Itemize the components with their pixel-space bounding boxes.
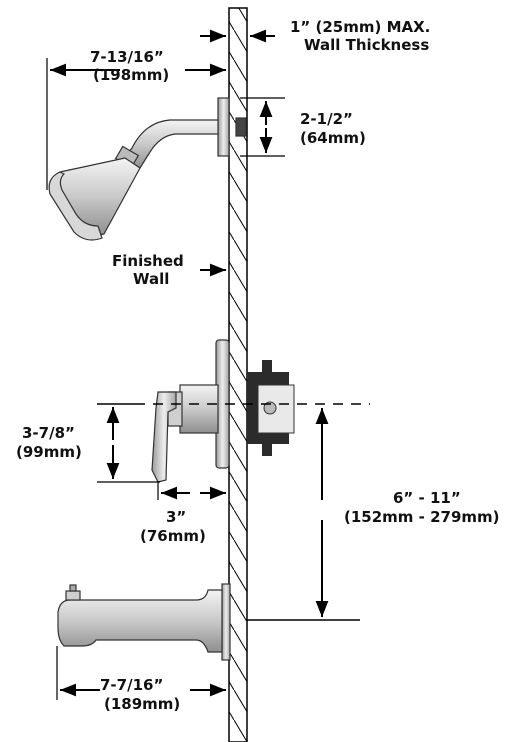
shower-arm-reach-dimension: 7-13/16” (198mm) (46, 48, 226, 190)
flange-label-line1: 2-1/2” (300, 110, 353, 128)
spout-to-valve-label-line1: 6” - 11” (393, 489, 461, 507)
valve-trim (151, 339, 295, 483)
spout-reach-dimension: 7-7/16” (189mm) (56, 646, 226, 713)
valve-height-label-line1: 3-7/8” (22, 424, 75, 442)
valve-height-label-line2: (99mm) (16, 443, 82, 461)
spout-reach-label-line2: (189mm) (104, 695, 180, 713)
wall-thickness-label-line2: Wall Thickness (304, 36, 429, 54)
tub-spout (57, 583, 231, 661)
spout-reach-label-line1: 7-7/16” (100, 676, 163, 694)
spout-to-valve-label-line2: (152mm - 279mm) (344, 508, 500, 526)
handle-depth-label-line2: (76mm) (140, 527, 206, 545)
wall-thickness-label-line1: 1” (25mm) MAX. (290, 18, 430, 36)
shower-head (48, 97, 247, 241)
handle-depth-dimension: 3” (76mm) (140, 482, 226, 545)
spout-to-valve-dimension: 6” - 11” (152mm - 279mm) (247, 408, 500, 621)
arm-reach-label-line2: (198mm) (93, 66, 169, 84)
arm-reach-label-line1: 7-13/16” (90, 48, 164, 66)
valve-height-dimension: 3-7/8” (99mm) (16, 407, 160, 483)
flange-dimension: 2-1/2” (64mm) (240, 97, 366, 157)
flange-label-line2: (64mm) (300, 129, 366, 147)
finished-wall-label-line2: Wall (133, 270, 169, 288)
wall-thickness-dimension: 1” (25mm) MAX. Wall Thickness (200, 18, 430, 54)
handle-depth-label-line1: 3” (166, 508, 186, 526)
finished-wall-label-line1: Finished (112, 252, 184, 270)
finished-wall-callout: Finished Wall (112, 252, 226, 288)
